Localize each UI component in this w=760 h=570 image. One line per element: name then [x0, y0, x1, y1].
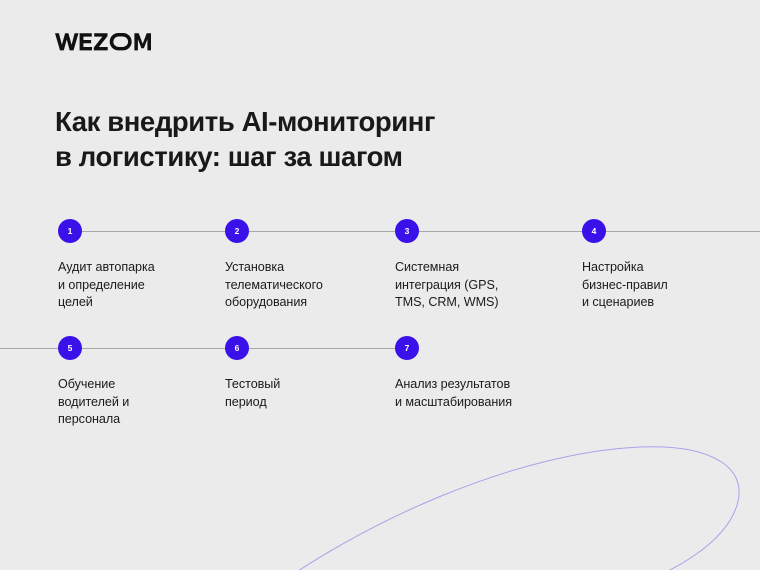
page-title: Как внедрить AI-мониторинг в логистику: … — [55, 106, 436, 172]
step-label-7: Анализ результатов и масштабирования — [395, 377, 512, 409]
step-label-6: Тестовый период — [225, 377, 281, 409]
step-label-5: Обучение водителей и персонала — [58, 377, 130, 426]
step-item-5[interactable]: 5 Обучение водителей и персонала — [58, 336, 218, 429]
step-item-6[interactable]: 6 Тестовый период — [225, 336, 385, 411]
step-badge-7: 7 — [395, 336, 419, 360]
step-item-7[interactable]: 7 Анализ результатов и масштабирования — [395, 336, 580, 411]
step-item-2[interactable]: 2 Установка телематического оборудования — [225, 219, 385, 312]
step-item-1[interactable]: 1 Аудит автопарка и определение целей — [58, 219, 218, 312]
step-badge-4: 4 — [582, 219, 606, 243]
step-label-3: Системная интеграция (GPS, TMS, CRM, WMS… — [395, 260, 499, 309]
step-item-3[interactable]: 3 Системная интеграция (GPS, TMS, CRM, W… — [395, 219, 555, 312]
connector-line-row-2 — [0, 348, 396, 349]
step-badge-2: 2 — [225, 219, 249, 243]
step-badge-3: 3 — [395, 219, 419, 243]
step-badge-5: 5 — [58, 336, 82, 360]
step-label-1: Аудит автопарка и определение целей — [58, 260, 155, 309]
step-item-4[interactable]: 4 Настройка бизнес-правил и сценариев — [582, 219, 742, 312]
step-badge-6: 6 — [225, 336, 249, 360]
step-badge-1: 1 — [58, 219, 82, 243]
step-label-4: Настройка бизнес-правил и сценариев — [582, 260, 668, 309]
wezom-logo — [55, 31, 151, 53]
step-label-2: Установка телематического оборудования — [225, 260, 323, 309]
